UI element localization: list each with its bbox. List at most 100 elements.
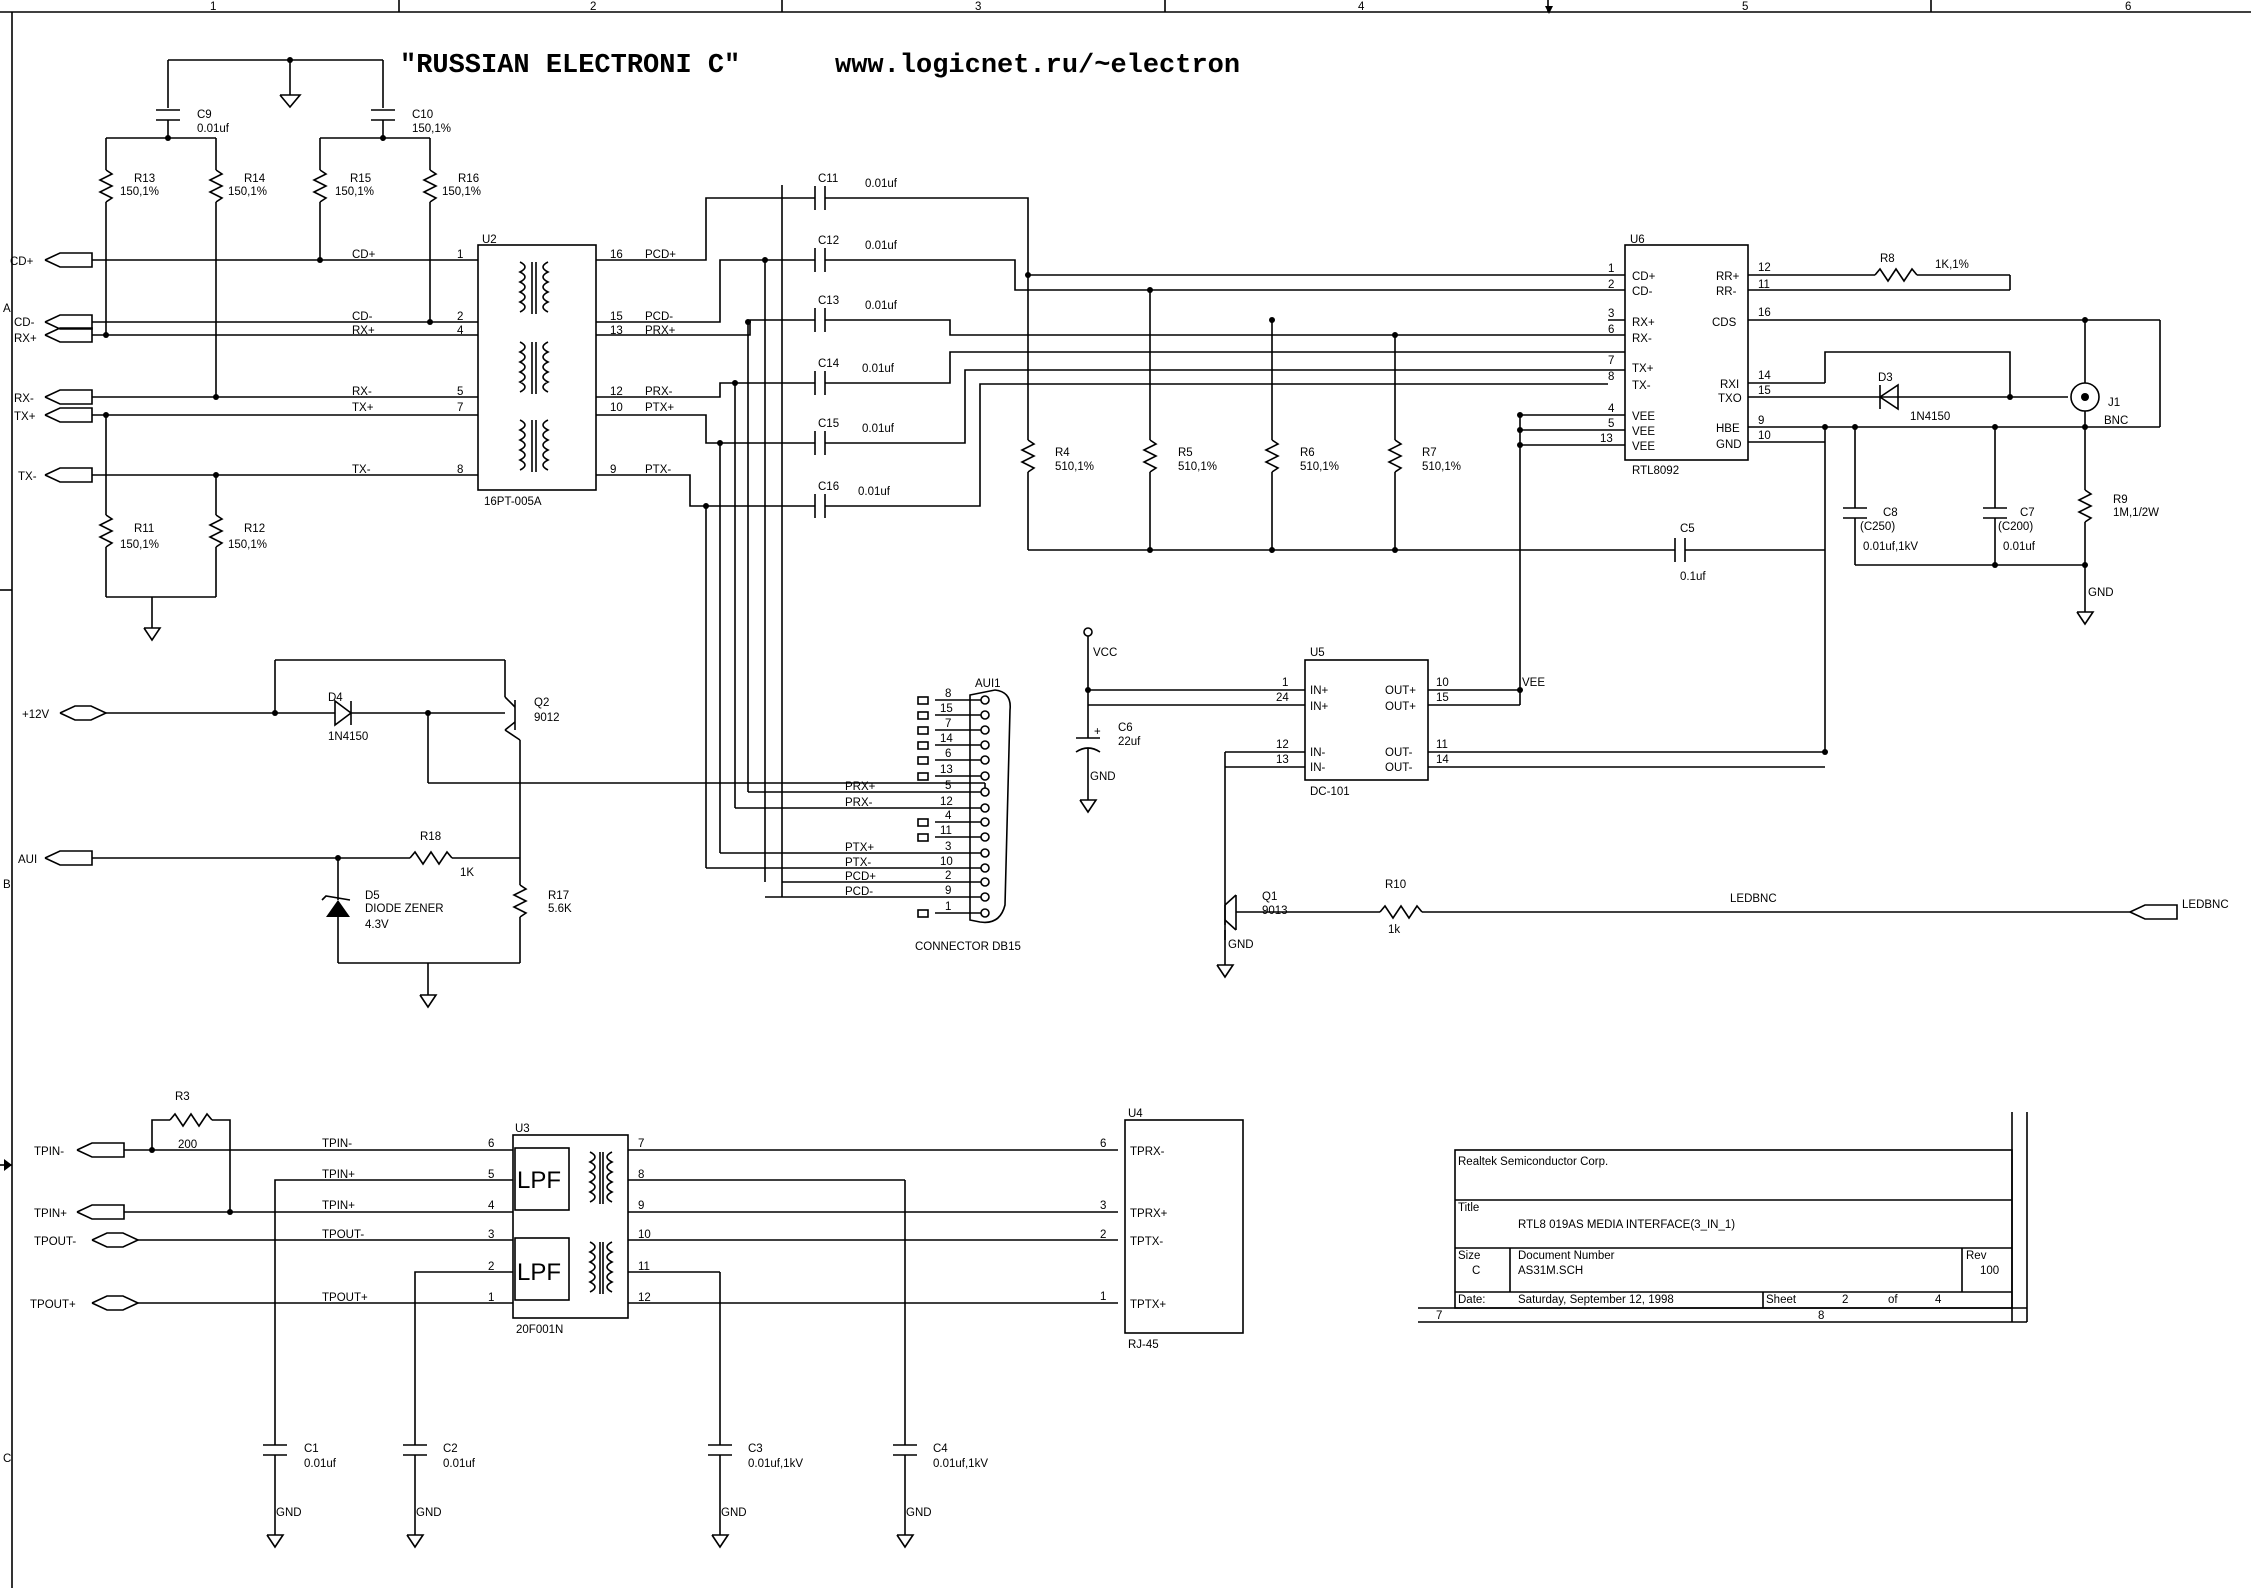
r6-ref: R6	[1300, 447, 1315, 459]
u6-ref: U6	[1630, 234, 1645, 246]
c8-val2: 0.01uf,1kV	[1863, 541, 1918, 553]
r11-val: 150,1%	[120, 539, 159, 551]
u6-pin-7: 7	[1608, 355, 1614, 367]
led-driver: Q1 9013 GND R10 1k LEDBNC LEDBNC	[1216, 879, 2229, 979]
c2-val: 0.01uf	[443, 1458, 476, 1470]
u5-pin-13: 13	[1276, 754, 1289, 766]
c4-ref: C4	[933, 1443, 948, 1455]
r7-val: 510,1%	[1422, 461, 1461, 473]
tb-rev-label: Rev	[1966, 1250, 1987, 1262]
u6-pin-hbe: HBE	[1716, 423, 1740, 435]
net-tpin-plus-a: TPIN+	[322, 1169, 355, 1181]
aui1-ref: AUI1	[975, 678, 1001, 690]
port-12v: +12V	[22, 709, 50, 721]
u5-pin-in-minus-b: IN-	[1310, 762, 1326, 774]
r14-ref: R14	[244, 173, 266, 185]
u3-pin-2: 2	[488, 1261, 494, 1273]
u3-ref: U3	[515, 1123, 530, 1135]
r10-val: 1k	[1388, 924, 1400, 936]
u3-pin-11: 11	[638, 1261, 650, 1273]
u3-pin-8: 8	[638, 1169, 644, 1181]
u6-rtl8092: U6 RTL8092 1 CD+ 2 CD- 3 RX+ 6 RX- 7 TX+…	[1517, 234, 2160, 752]
r8-val: 1K,1%	[1935, 259, 1969, 271]
aui-pin-4: 4	[945, 810, 952, 822]
u5-pin-out-minus-b: OUT-	[1385, 762, 1413, 774]
port-tx-minus: TX-	[18, 471, 37, 483]
d4-val: 1N4150	[328, 731, 368, 743]
c1-ref: C1	[304, 1443, 319, 1455]
c11-val: 0.01uf	[865, 178, 898, 190]
tb-title: RTL8 019AS MEDIA INTERFACE(3_IN_1)	[1518, 1219, 1735, 1231]
border-col-6: 6	[2125, 1, 2131, 13]
u6-pin-tx-plus: TX+	[1632, 363, 1654, 375]
r14-val: 150,1%	[228, 186, 267, 198]
aui-net-ptx-minus: PTX-	[845, 857, 871, 869]
u5-pin-24: 24	[1276, 692, 1289, 704]
u4-pin-6: 6	[1100, 1138, 1106, 1150]
gnd-label-c3: GND	[721, 1507, 747, 1519]
j1-ref: J1	[2108, 397, 2120, 409]
u6-pin-13: 13	[1600, 433, 1613, 445]
vee-label: VEE	[1522, 677, 1545, 689]
u6-pin-5: 5	[1608, 418, 1614, 430]
u6-pin-16: 16	[1758, 307, 1771, 319]
aui-net-prx-plus: PRX+	[845, 781, 876, 793]
u5-ref: U5	[1310, 647, 1325, 659]
c7-val1: (C200)	[1998, 521, 2033, 533]
d3-val: 1N4150	[1910, 411, 1950, 423]
c4-val: 0.01uf,1kV	[933, 1458, 988, 1470]
d4-ref: D4	[328, 692, 343, 704]
u5-pin-15: 15	[1436, 692, 1449, 704]
tb-sheet: 2	[1842, 1294, 1848, 1306]
net-rx-plus: RX+	[352, 325, 375, 337]
u2-transformer: U2 16PT-005A 1 2 4 5 7 8 16 15 13 12 10 …	[457, 234, 640, 508]
c14-ref: C14	[818, 358, 840, 370]
u6-pin-rx-plus: RX+	[1632, 317, 1655, 329]
net-cd-minus: CD-	[352, 311, 373, 323]
c7-val2: 0.01uf	[2003, 541, 2036, 553]
r4-val: 510,1%	[1055, 461, 1094, 473]
u5-pin-out-plus-b: OUT+	[1385, 701, 1416, 713]
u3-pin-5: 5	[488, 1169, 494, 1181]
u5-pin-11: 11	[1436, 739, 1448, 751]
u5-pin-14: 14	[1436, 754, 1449, 766]
u6-pin-10: 10	[1758, 430, 1771, 442]
port-tpin-plus: TPIN+	[34, 1208, 67, 1220]
net-pcd-plus: PCD+	[645, 249, 676, 261]
r13-val: 150,1%	[120, 186, 159, 198]
u6-pin-cds: CDS	[1712, 317, 1737, 329]
c3-ref: C3	[748, 1443, 763, 1455]
c9-ref: C9	[197, 109, 212, 121]
u6-pin-vee-c: VEE	[1632, 441, 1655, 453]
u4-ref: U4	[1128, 1108, 1143, 1120]
c13-val: 0.01uf	[865, 300, 898, 312]
aui-pin-11: 11	[940, 825, 952, 837]
lpf-label-2: LPF	[517, 1259, 561, 1286]
aui-db15-connector: AUI1 CONNECTOR DB15 PRX+ PRX- PTX+ PTX- …	[706, 678, 1021, 953]
c6-ref: C6	[1118, 722, 1133, 734]
u6-pin-vee-b: VEE	[1632, 426, 1655, 438]
left-ports: CD+ CD- RX+ RX- TX+ TX- CD+ CD- RX+ RX- …	[10, 249, 460, 483]
u2-pin-l7: 7	[457, 402, 463, 414]
c7-ref: C7	[2020, 507, 2035, 519]
u2-pin-l2: 2	[457, 311, 463, 323]
c8-val1: (C250)	[1860, 521, 1895, 533]
c9-val: 0.01uf	[197, 123, 230, 135]
u6-pin-14: 14	[1758, 370, 1771, 382]
q1-ref: Q1	[1262, 891, 1277, 903]
q2-val: 9012	[534, 712, 560, 724]
c6-val: 22uf	[1118, 736, 1141, 748]
tb-date-label: Date:	[1458, 1294, 1486, 1306]
lpf-label-1: LPF	[517, 1167, 561, 1194]
u5-pin-10: 10	[1436, 677, 1449, 689]
r18-val: 1K	[460, 867, 474, 879]
c5-val: 0.1uf	[1680, 571, 1706, 583]
u2-pin-r13: 13	[610, 325, 623, 337]
u6-pin-rr-minus: RR-	[1716, 286, 1737, 298]
aui-pin-1: 1	[945, 901, 951, 913]
r8-ref: R8	[1880, 253, 1895, 265]
gnd-label-r9: GND	[2088, 587, 2114, 599]
u5-pin-1: 1	[1282, 677, 1288, 689]
u4-pin-tptx-plus: TPTX+	[1130, 1299, 1166, 1311]
u6-pin-gnd: GND	[1716, 439, 1742, 451]
